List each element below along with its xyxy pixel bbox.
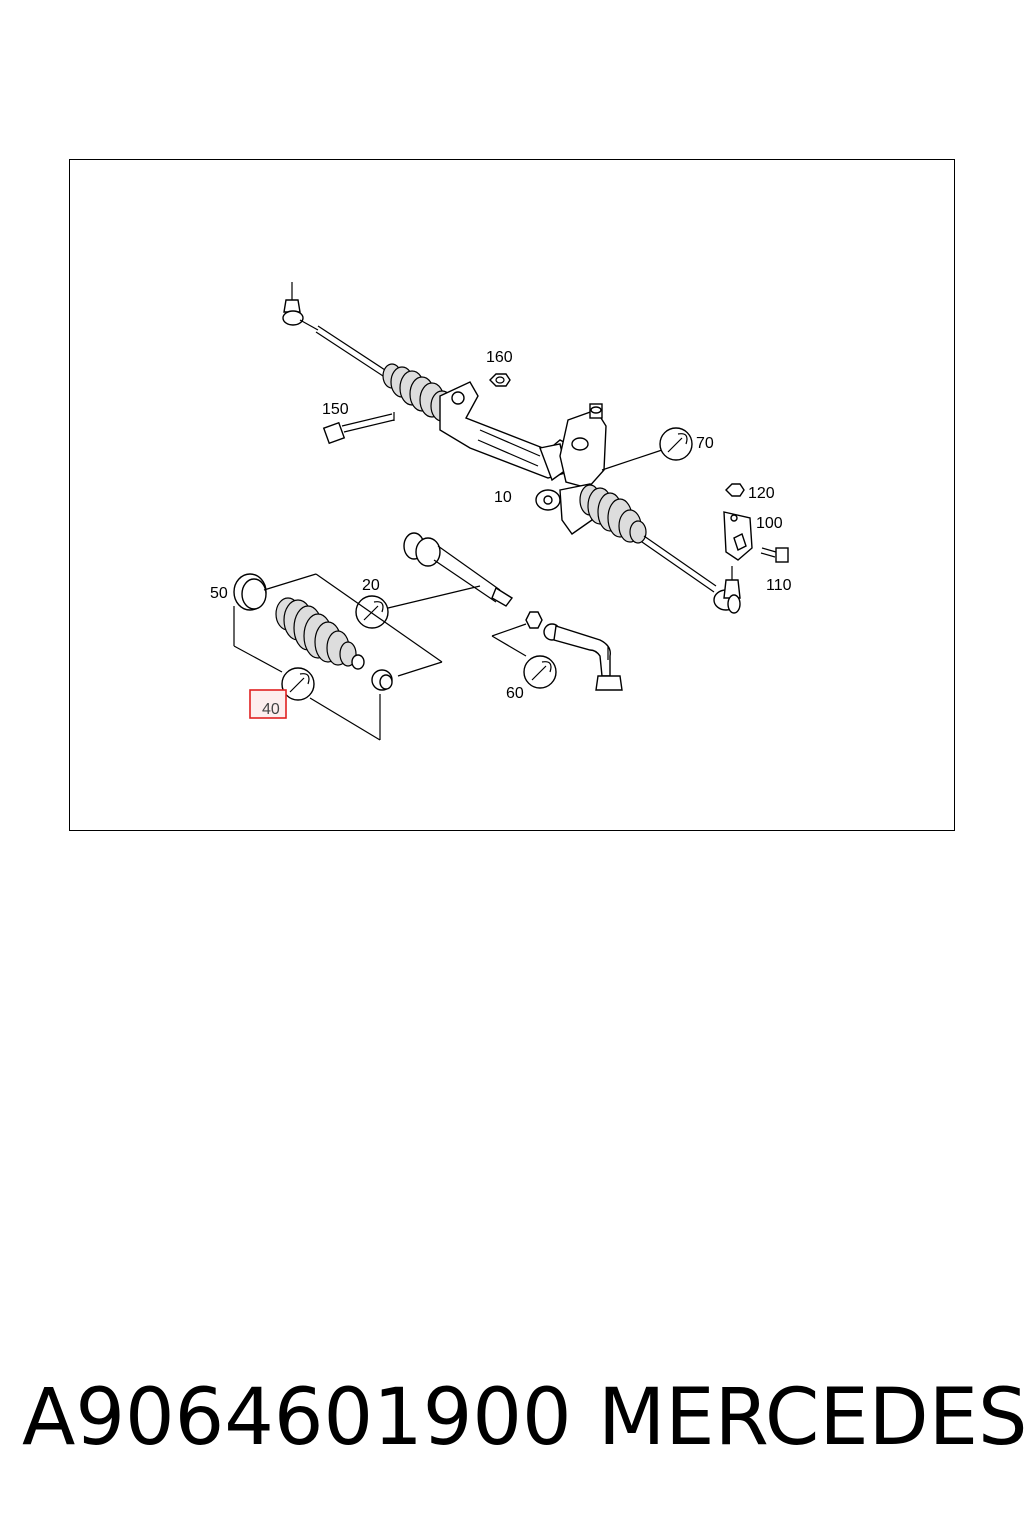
kit-bracket-lines bbox=[233, 573, 443, 741]
callout-60[interactable]: 60 bbox=[506, 685, 524, 702]
bracket-100[interactable] bbox=[723, 511, 753, 561]
nut-120[interactable] bbox=[725, 483, 745, 497]
diagram-frame bbox=[69, 159, 955, 831]
steering-rack-assembly[interactable] bbox=[282, 282, 741, 614]
part-number: A9064601900 bbox=[22, 1373, 572, 1463]
bolt-150[interactable] bbox=[322, 412, 395, 445]
callout-70[interactable]: 70 bbox=[696, 435, 714, 452]
clamp-ring-50[interactable] bbox=[233, 573, 267, 611]
callout-40[interactable]: 40 bbox=[262, 701, 280, 718]
callout-40-highlight[interactable]: 40 bbox=[249, 689, 287, 719]
callout-50[interactable]: 50 bbox=[210, 585, 228, 602]
nut-160[interactable] bbox=[489, 373, 511, 387]
callout-110[interactable]: 110 bbox=[766, 577, 792, 594]
callout-100[interactable]: 100 bbox=[756, 515, 783, 532]
callout-150[interactable]: 150 bbox=[322, 401, 349, 418]
bolt-110[interactable] bbox=[760, 547, 789, 563]
callout-10[interactable]: 10 bbox=[494, 489, 512, 506]
footer: A9064601900 MERCEDES bbox=[0, 1370, 1024, 1470]
callout-160[interactable]: 160 bbox=[486, 349, 513, 366]
wrench-symbol-70[interactable] bbox=[601, 427, 693, 471]
callout-120[interactable]: 120 bbox=[748, 485, 775, 502]
right-bellows bbox=[579, 484, 647, 544]
inner-tie-rod-20[interactable] bbox=[355, 532, 514, 629]
brand-name: MERCEDES bbox=[598, 1373, 1024, 1463]
bellows-kit-40[interactable] bbox=[275, 597, 393, 701]
outer-tie-rod-end-60[interactable] bbox=[491, 611, 623, 691]
callout-20[interactable]: 20 bbox=[362, 577, 380, 594]
